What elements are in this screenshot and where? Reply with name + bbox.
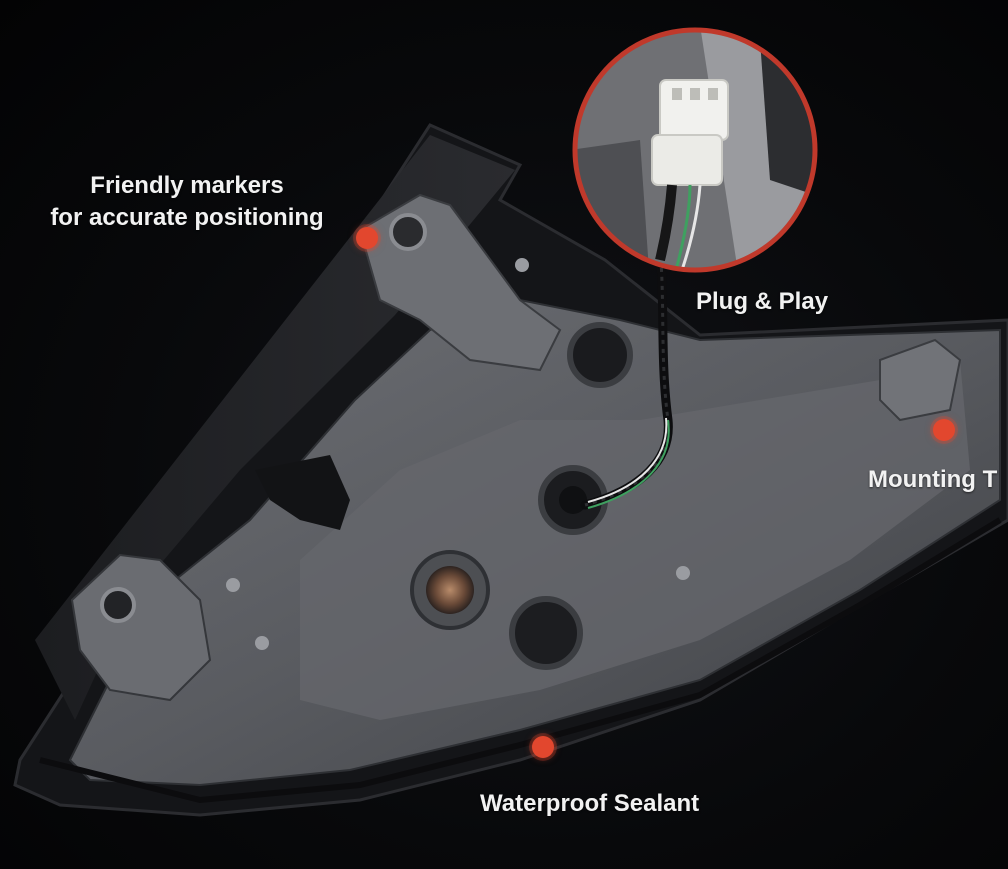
callout-waterproof-sealant: Waterproof Sealant — [480, 790, 700, 817]
callout-plug-and-play: Plug & Play — [696, 288, 829, 315]
callout-friendly-markers: Friendly markers for accurate positionin… — [22, 170, 352, 234]
mounting-tab — [879, 338, 962, 422]
marker-dot-mounting — [933, 419, 955, 441]
callout-friendly-markers-line1: Friendly markers — [90, 172, 284, 199]
white-connector-plug-icon — [651, 79, 729, 186]
callout-friendly-markers-line2: for accurate positioning — [50, 204, 324, 231]
sealant-edge — [39, 517, 1002, 804]
marker-dot-sealant — [532, 736, 554, 758]
callout-mounting: Mounting T — [868, 466, 998, 493]
marker-dot-positioning — [356, 227, 378, 249]
inner-panel — [300, 360, 970, 720]
inset-ring — [572, 27, 818, 273]
